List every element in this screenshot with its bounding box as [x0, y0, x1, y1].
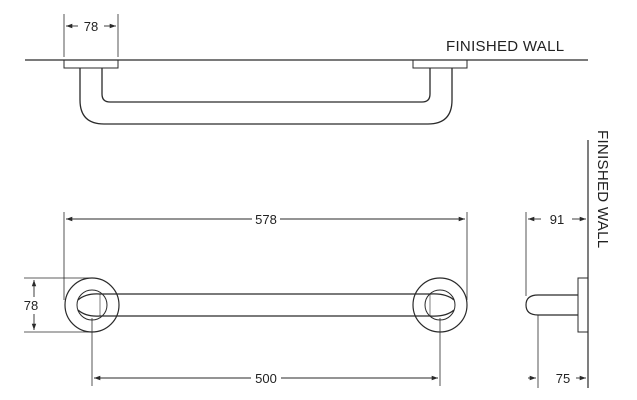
dim-label-overall-length: 578 [255, 212, 277, 227]
dimension-overall-length: 578 [63, 212, 468, 300]
finished-wall-label-side: FINISHED WALL [594, 130, 611, 248]
dimension-center-to-center: 500 [91, 318, 441, 386]
dim-label-projection: 91 [550, 212, 564, 227]
front-view: 578 78 500 [24, 212, 468, 386]
dim-label-flange-diameter: 78 [24, 298, 38, 313]
dimension-flange-diameter: 78 [24, 277, 90, 333]
grab-bar-outer-outline [79, 68, 453, 125]
side-view: FINISHED WALL 91 75 [525, 130, 611, 388]
side-bar [525, 294, 578, 316]
top-view: FINISHED WALL 78 [25, 14, 588, 125]
dim-label-wall-to-bar: 75 [556, 371, 570, 386]
dim-label-top-flange: 78 [84, 19, 98, 34]
finished-wall-label-top: FINISHED WALL [446, 38, 564, 55]
dim-label-center-to-center: 500 [255, 371, 277, 386]
left-flange-plate-top [63, 59, 119, 69]
grab-bar-inner-outline [101, 68, 431, 103]
dimension-wall-to-bar: 75 [528, 315, 586, 388]
dimension-top-flange: 78 [63, 14, 119, 57]
right-flange-plate-top [412, 59, 468, 69]
front-bar [77, 293, 455, 317]
side-flange-plate [577, 277, 589, 333]
dimension-projection: 91 [525, 212, 586, 296]
